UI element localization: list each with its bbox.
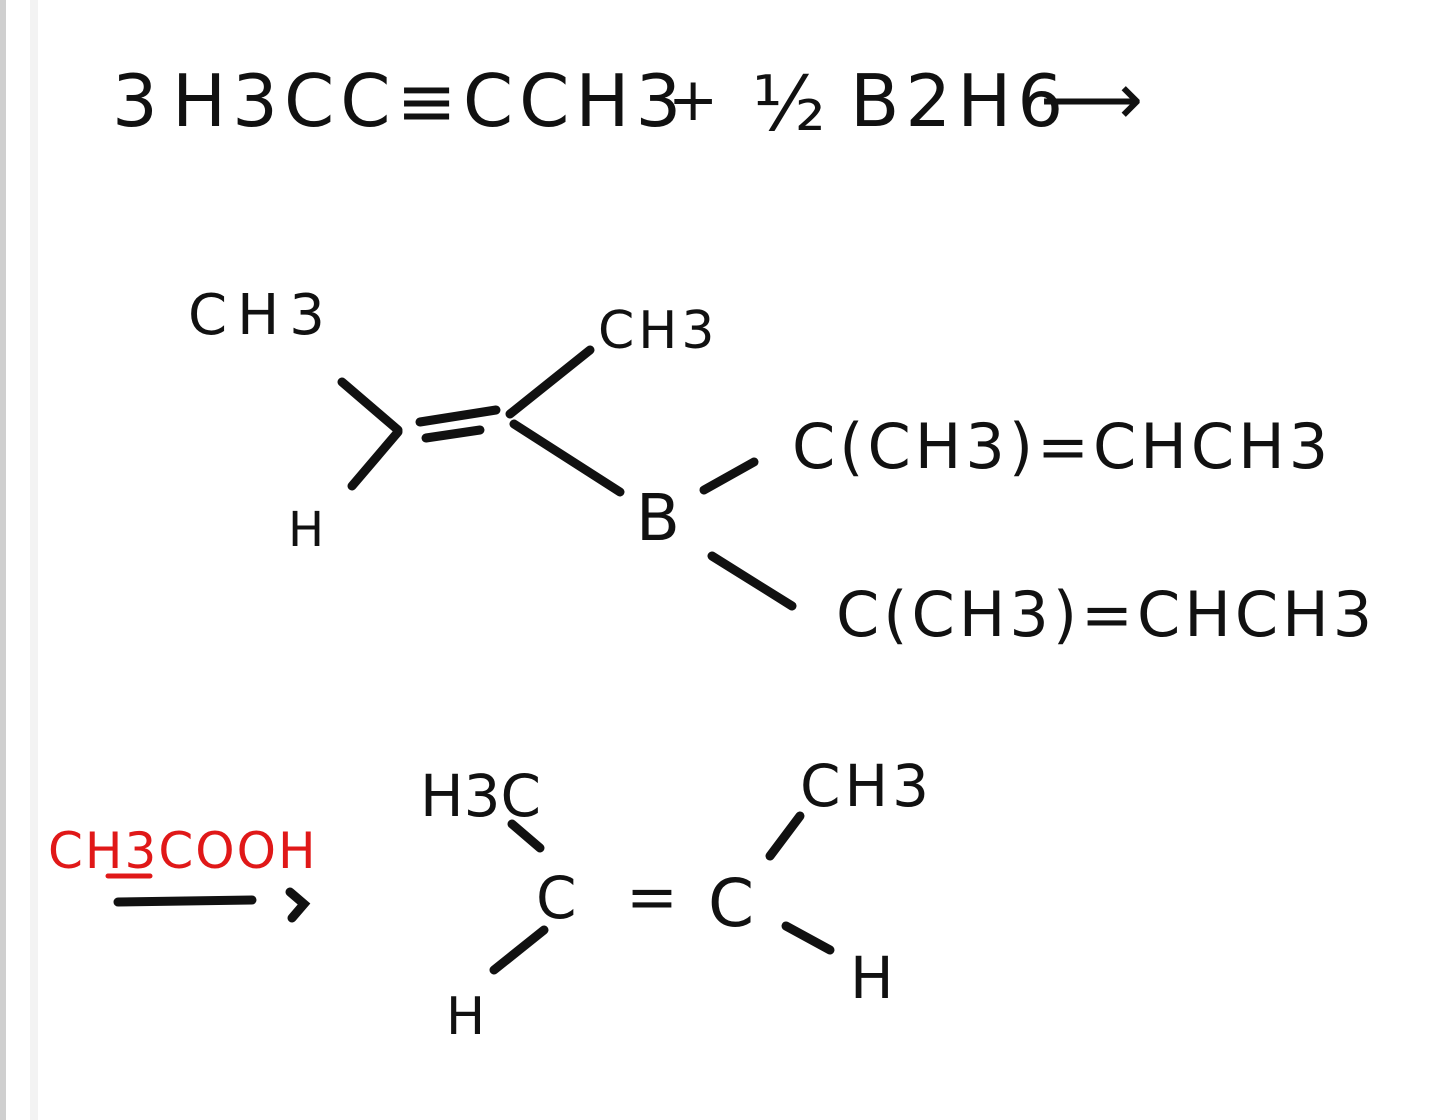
left-frame-edge (0, 0, 6, 1120)
bond-c1-to-h (347, 427, 403, 491)
equation-reactant: H3CC≡CCH3 (172, 59, 687, 143)
vinyl-h-left: H (288, 502, 324, 558)
bond-h3c-to-c (507, 819, 545, 853)
equation-line: 3 H3CC≡CCH3 + ½ B2H6 ⟶ (112, 57, 1143, 148)
boron-branch-lower: C(CH3)=CHCH3 (836, 578, 1376, 651)
product-h-right: H (850, 944, 894, 1012)
bond-c-to-h-left (489, 925, 549, 975)
boron-atom: B (636, 482, 680, 556)
equation-coefficient: 3 (112, 59, 158, 143)
bond-c2-to-ch3 (505, 345, 595, 419)
equation-fraction: ½ (752, 59, 826, 148)
acid-arrow-head (285, 887, 311, 923)
equation-arrow: ⟶ (1040, 57, 1143, 141)
intermediate-structure: CH3 CH3 H B C(CH3)=CHCH3 C(CH3)=CHCH3 (188, 283, 1376, 651)
acid-arrow-shaft (113, 895, 257, 907)
product-left-carbon: C (536, 864, 577, 932)
product-h-left: H (446, 987, 485, 1047)
boron-branch-upper: C(CH3)=CHCH3 (792, 410, 1332, 483)
product-h3c: H3C (420, 762, 541, 830)
product-right-carbon: C (708, 865, 754, 942)
product-double-bond: = (626, 860, 678, 933)
acid-reagent: CH3COOH (48, 822, 318, 880)
vinyl-ch3-left: CH3 (188, 283, 335, 348)
bond-ch3-to-c1 (337, 377, 403, 435)
product-step: CH3COOH H3C C = C CH3 H H (48, 752, 933, 1047)
vinyl-ch3-right: CH3 (598, 301, 719, 361)
bond-boron-lower (707, 551, 797, 611)
bond-c2-to-boron (509, 419, 625, 497)
double-bond-upper (415, 405, 501, 427)
bond-c-to-ch3 (765, 811, 805, 861)
left-frame-shadow (30, 0, 38, 1120)
double-bond-lower (421, 425, 485, 443)
bond-boron-upper (699, 457, 759, 495)
equation-plus: + (668, 65, 718, 135)
equation-reagent: B2H6 (850, 59, 1069, 143)
bond-c-to-h-right (781, 921, 835, 955)
product-ch3: CH3 (800, 752, 933, 820)
